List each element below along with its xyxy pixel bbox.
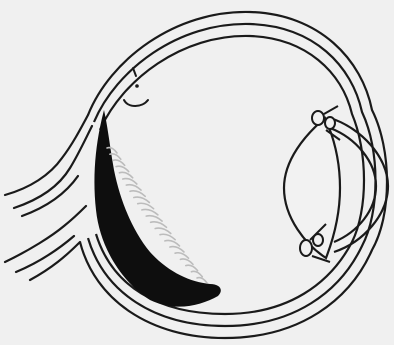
- retina-ridge: [146, 216, 162, 221]
- optic-nerve: [5, 115, 92, 280]
- optic-nerve-upper-outer: [5, 115, 88, 195]
- optic-nerve-upper-third: [22, 176, 78, 216]
- retina-ridge: [123, 179, 137, 184]
- retina-ridge: [119, 172, 132, 177]
- retina-ridge: [191, 271, 202, 276]
- upper-short-tick: [133, 68, 136, 76]
- ciliary-lower-a: [300, 240, 312, 256]
- retina-dark-region: [94, 110, 220, 307]
- retina-ridge: [155, 228, 171, 233]
- sclera-outer-layer: [80, 12, 387, 338]
- retina-ridge: [165, 240, 180, 245]
- retina-ridge: [180, 259, 193, 264]
- retina-ridge: [138, 203, 154, 208]
- sclera-layers: [80, 12, 387, 338]
- curved-mark: [124, 100, 148, 106]
- optic-nerve-lower-outer: [5, 206, 86, 262]
- optic-nerve-upper-inner: [14, 126, 92, 208]
- retina-ridge: [134, 197, 150, 202]
- ciliary-upper-b: [325, 117, 335, 129]
- retina-ridge: [116, 166, 129, 171]
- retina-ridge: [170, 247, 184, 252]
- retina-ridge: [113, 160, 125, 165]
- retina-ridge: [142, 209, 158, 214]
- retina-ridge: [186, 265, 198, 270]
- retina-ridge: [151, 222, 167, 227]
- optic-nerve-lower-inner: [16, 236, 74, 272]
- retina-ridge: [160, 234, 175, 239]
- retina-ridge: [130, 191, 145, 196]
- retina-ridge: [175, 253, 188, 258]
- ciliary-upper-a: [312, 111, 324, 125]
- retina-ridge: [126, 185, 141, 190]
- dot-mark: [135, 84, 139, 88]
